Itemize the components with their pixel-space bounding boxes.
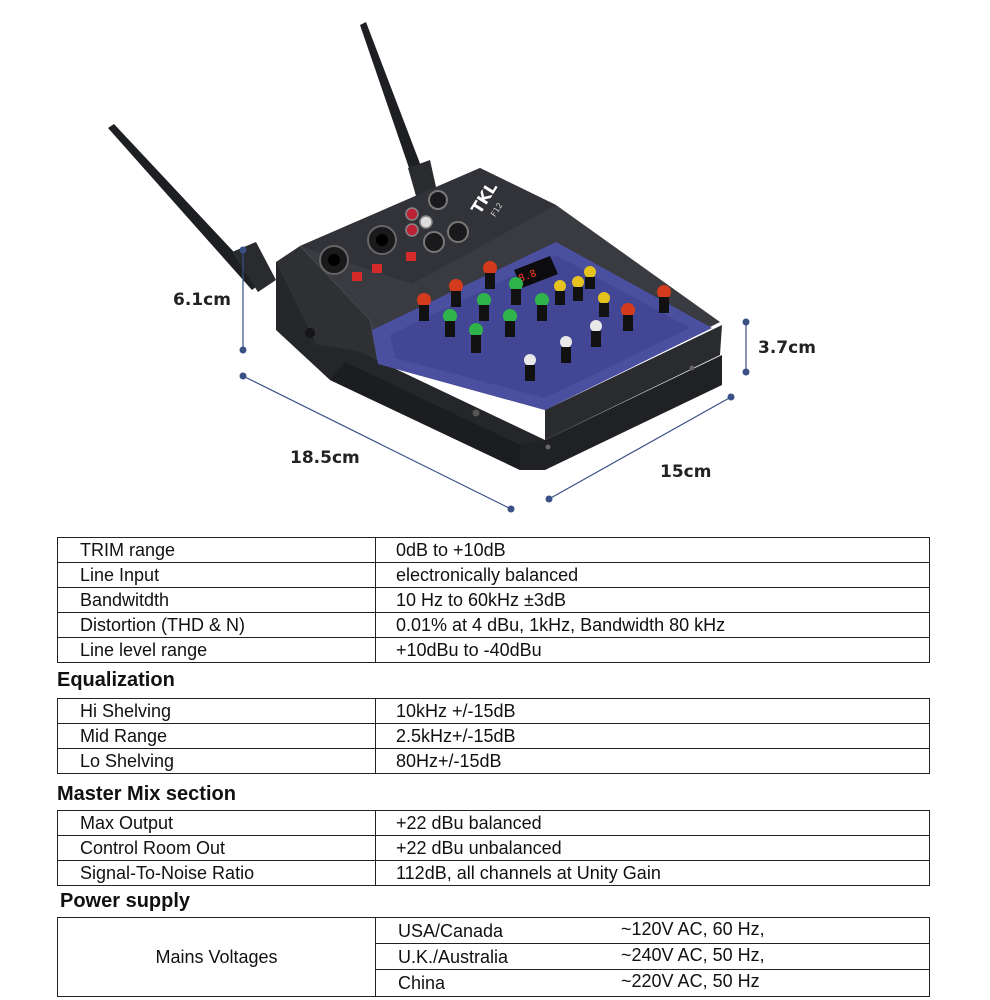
spec-value: +22 dBu balanced [375, 810, 930, 836]
spec-label: Control Room Out [57, 835, 376, 861]
dimension-width: 15cm [660, 462, 712, 482]
spec-label: Line Input [57, 562, 376, 588]
spec-label: Distortion (THD & N) [57, 612, 376, 638]
knob-green [503, 309, 517, 337]
voltage-value: ~120V AC, 60 Hz, [621, 919, 765, 939]
spec-label: Hi Shelving [57, 698, 376, 724]
knob-yellow [554, 280, 566, 305]
master-mix-table: Max Output+22 dBu balanced Control Room … [57, 810, 930, 886]
spec-value: 0dB to +10dB [375, 537, 930, 563]
right-antenna-icon [360, 22, 440, 210]
spec-label: Max Output [57, 810, 376, 836]
voltage-value: ~220V AC, 50 Hz [621, 971, 760, 991]
left-antenna-icon [108, 124, 276, 292]
spec-label: TRIM range [57, 537, 376, 563]
mixer-body [276, 168, 722, 470]
power-supply-heading: Power supply [60, 890, 191, 912]
spec-value: +22 dBu unbalanced [375, 835, 930, 861]
spec-value: 112dB, all channels at Unity Gain [375, 860, 930, 886]
spec-label: Lo Shelving [57, 748, 376, 774]
dimension-lines [239, 246, 750, 513]
spec-value: +10dBu to -40dBu [375, 637, 930, 663]
table-row: Distortion (THD & N)0.01% at 4 dBu, 1kHz… [57, 612, 930, 638]
knob-green [477, 293, 491, 321]
phantom-button [352, 272, 362, 281]
table-row: USA/Canada ~120V AC, 60 Hz, [376, 918, 929, 944]
table-row: China ~220V AC, 50 Hz [376, 970, 929, 996]
product-figure: TKL F12 8.8 [108, 22, 816, 513]
spec-value: 10kHz +/-15dB [375, 698, 930, 724]
knob-yellow [598, 292, 610, 317]
knob-yellow [584, 266, 596, 289]
region-label: U.K./Australia [398, 947, 509, 967]
table-row: Control Room Out+22 dBu unbalanced [57, 835, 930, 861]
table-row: Line level range+10dBu to -40dBu [57, 637, 930, 663]
audio-mixer-illustration: TKL F12 8.8 [108, 22, 750, 513]
channel-knobs [417, 261, 671, 381]
knob-red [621, 303, 635, 331]
knob-green [443, 309, 457, 337]
region-label: China [398, 973, 446, 993]
knob-yellow [572, 276, 584, 301]
knob-red [449, 279, 463, 307]
table-row: U.K./Australia ~240V AC, 50 Hz, [376, 944, 929, 970]
spec-value: 2.5kHz+/-15dB [375, 723, 930, 749]
table-row: Max Output+22 dBu balanced [57, 810, 930, 836]
power-supply-table: Mains Voltages USA/Canada ~120V AC, 60 H… [57, 917, 930, 997]
knob-red [657, 285, 671, 313]
spec-label: Signal-To-Noise Ratio [57, 860, 376, 886]
spec-value: electronically balanced [375, 562, 930, 588]
dimension-length: 18.5cm [290, 448, 360, 468]
pad-button [372, 264, 382, 273]
spec-label: Bandwitdth [57, 587, 376, 613]
spec-label: Mid Range [57, 723, 376, 749]
spec-value: 10 Hz to 60kHz ±3dB [375, 587, 930, 613]
spec-label: Line level range [57, 637, 376, 663]
knob-white [560, 336, 572, 363]
voltage-value: ~240V AC, 50 Hz, [621, 945, 765, 965]
region-label: USA/Canada [398, 921, 504, 941]
spec-value: 0.01% at 4 dBu, 1kHz, Bandwidth 80 kHz [375, 612, 930, 638]
knob-green [509, 277, 523, 305]
knob-green [535, 293, 549, 321]
dimension-height-rear: 6.1cm [173, 290, 231, 310]
equalization-heading: Equalization [57, 669, 175, 691]
master-mix-heading: Master Mix section [57, 783, 236, 805]
knob-white [590, 320, 602, 347]
knob-white [524, 354, 536, 381]
xlr-input-jacks [319, 190, 469, 275]
dimension-height-front: 3.7cm [758, 338, 816, 358]
spec-value: 80Hz+/-15dB [375, 748, 930, 774]
knob-green [469, 323, 483, 353]
knob-red [483, 261, 497, 289]
mute-button [406, 252, 416, 261]
led-display: 8.8 [514, 256, 558, 288]
knob-red [417, 293, 431, 321]
mains-voltages-label: Mains Voltages [58, 918, 376, 996]
